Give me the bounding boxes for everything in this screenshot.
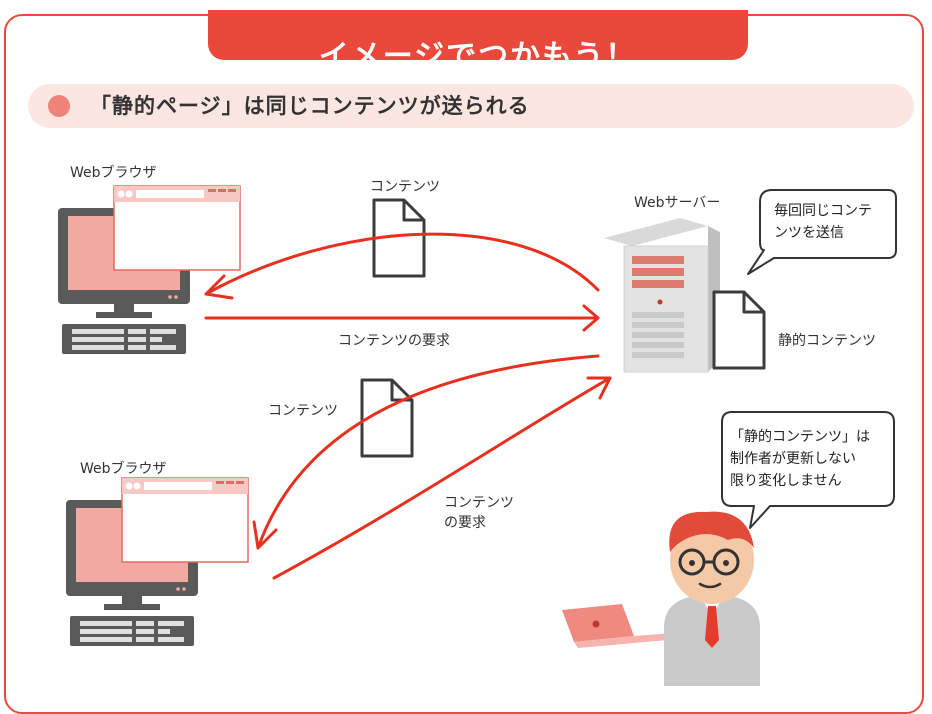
arrow-content-top [204, 232, 600, 296]
browser-label-bottom: Webブラウザ [80, 461, 167, 477]
contents-label-middle: コンテンツ [268, 403, 338, 419]
server-bubble-line-1: 毎回同じコンテ [774, 203, 872, 219]
person-bubble-line-1: 「静的コンテンツ」は [730, 429, 870, 445]
laptop-icon [562, 604, 690, 648]
contents-request-label-bottom-1: コンテンツ [444, 495, 514, 511]
banner-title: イメージでつかもう！ [318, 39, 638, 61]
arrow-content-bottom [256, 354, 600, 550]
arrow-request-bottom [272, 376, 612, 580]
browser-pc-bottom-icon [66, 477, 249, 646]
contents-request-label-top: コンテンツの要求 [338, 333, 450, 349]
person-bubble-line-3: 限り変化しません [730, 473, 842, 489]
section-bar [28, 84, 914, 128]
card-frame: イメージでつかもう！ [4, 10, 924, 714]
static-contents-label: 静的コンテンツ [778, 333, 876, 349]
browser-label-top: Webブラウザ [70, 165, 157, 181]
person-bubble-text: 「静的コンテンツ」は 制作者が更新しない 限り変化しません [730, 426, 870, 492]
section-title: 「静的ページ」は同じコンテンツが送られる [90, 94, 530, 118]
web-server-icon [604, 218, 720, 373]
diagram-canvas: イメージでつかもう！ 「静的ページ」は同じコンテンツが送られる [4, 10, 924, 714]
server-bubble-line-2: ンツを送信 [774, 225, 844, 241]
person-speech-bubble [721, 411, 895, 529]
server-speech-bubble [747, 189, 897, 275]
browser-pc-top-icon [58, 185, 241, 354]
person-avatar [664, 511, 760, 686]
section-bullet-icon [48, 95, 70, 117]
banner: イメージでつかもう！ [208, 10, 748, 60]
person-bubble-line-2: 制作者が更新しない [730, 451, 856, 467]
document-icon-server [712, 290, 766, 370]
diagram-graphics [58, 185, 897, 686]
server-label: Webサーバー [634, 195, 721, 211]
contents-request-label-bottom-2: の要求 [444, 515, 486, 531]
server-bubble-text: 毎回同じコンテ ンツを送信 [774, 200, 872, 244]
contents-label-top: コンテンツ [370, 179, 440, 195]
